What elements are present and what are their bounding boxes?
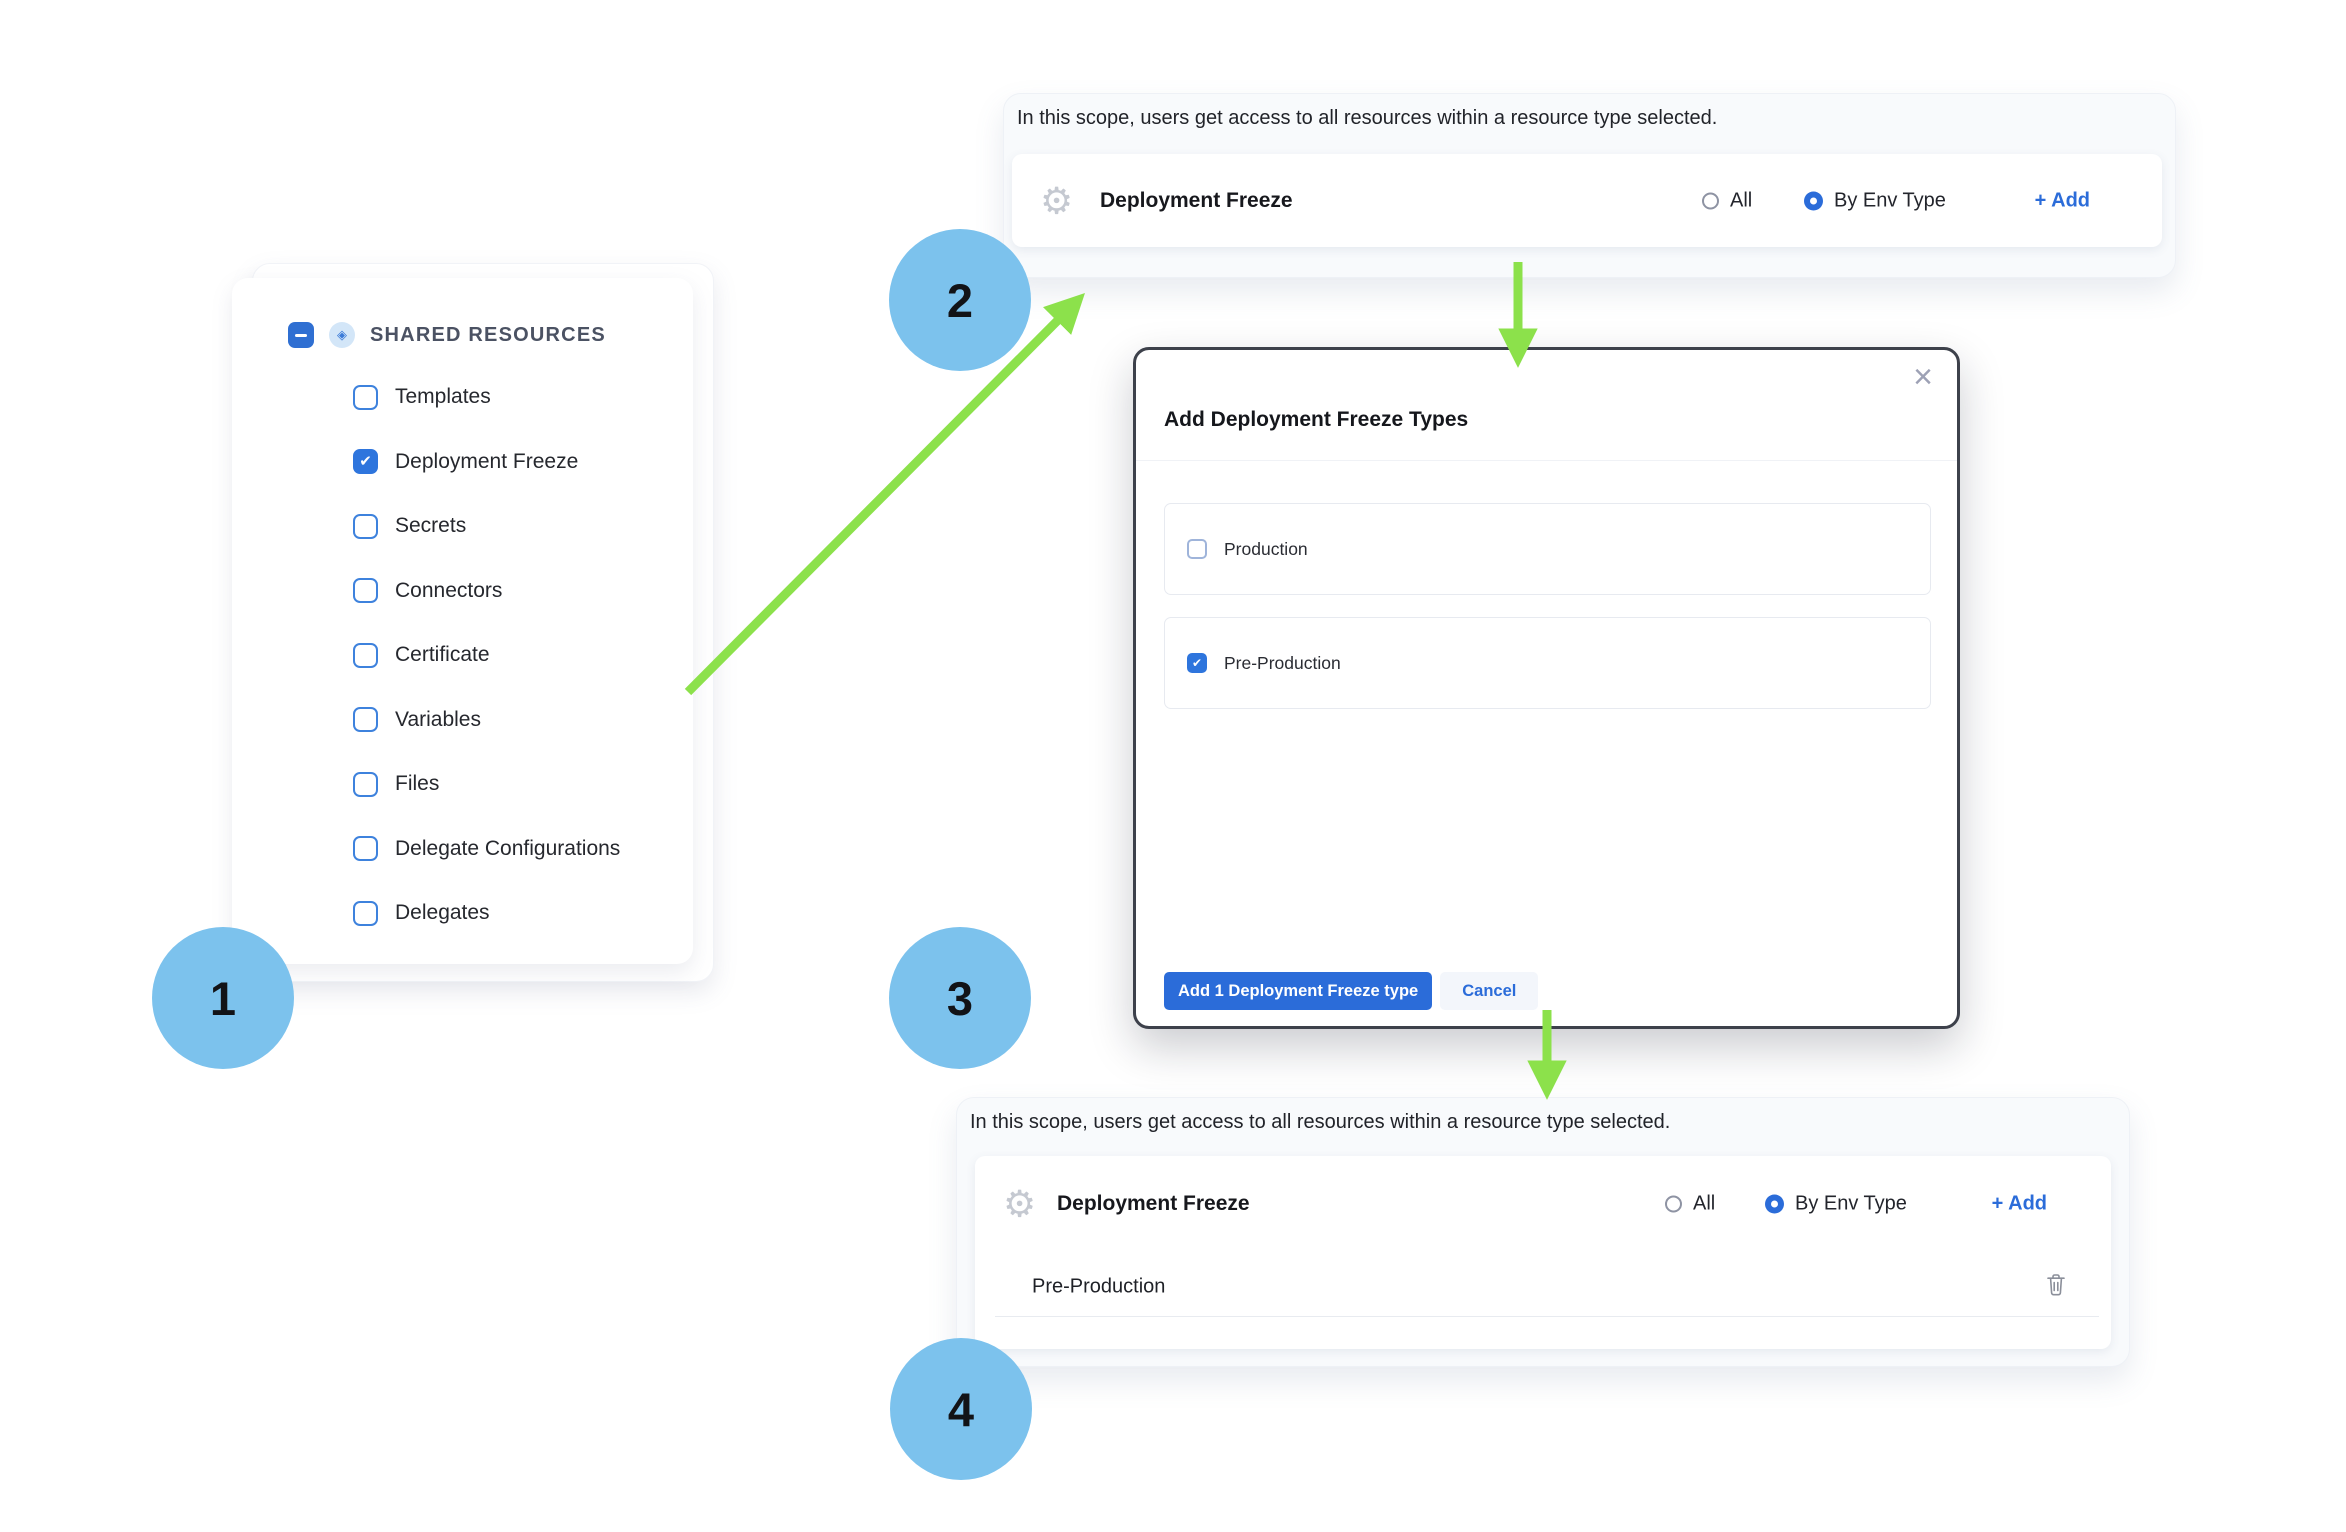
scope-panel-top: In this scope, users get access to all r… [1003,93,2176,278]
shared-resources-panel: ◈ SHARED RESOURCES ✔ Templates ✔ Deploym… [232,278,693,964]
close-icon[interactable]: × [1913,358,1933,396]
radio-label-all: All [1730,189,1753,211]
checkbox-pre-production[interactable]: ✔ [1187,653,1207,673]
list-item-label: Delegates [395,901,490,925]
add-button[interactable]: + Add [1991,1192,2047,1215]
list-item-label: Connectors [395,578,503,602]
radio-option-by-env-type[interactable]: By Env Type [1804,189,1946,212]
resource-type-label: Deployment Freeze [1057,1192,1250,1215]
radio-option-by-env-type[interactable]: By Env Type [1765,1193,1907,1216]
radio-icon-all[interactable] [1665,1195,1682,1213]
selected-env-type-label: Pre-Production [1032,1275,1166,1298]
check-icon: ✔ [1191,656,1203,670]
checkbox-certificate[interactable]: ✔ [353,642,378,668]
trash-icon[interactable] [2045,1272,2067,1302]
list-item-variables: ✔ Variables [232,688,693,753]
checkbox-production[interactable]: ✔ [1187,539,1207,559]
gear-icon: ⚙ [1003,1182,1037,1226]
checkbox-templates[interactable]: ✔ [353,384,378,410]
list-item-label: Deployment Freeze [395,449,579,473]
step-badge-4: 4 [890,1338,1032,1480]
radio-icon-by-env-type-selected[interactable] [1765,1194,1784,1214]
resource-type-list: ✔ Templates ✔ Deployment Freeze ✔ Secret… [232,365,693,946]
radio-icon-all[interactable] [1702,192,1719,209]
resource-type-label: Deployment Freeze [1100,188,1293,212]
gear-icon: ⚙ [1040,179,1074,222]
checkbox-files[interactable]: ✔ [353,771,378,797]
arrow-sidebar-to-top-panel [684,292,1085,696]
list-item-secrets: ✔ Secrets [232,494,693,559]
radio-option-all[interactable]: All [1665,1193,1715,1216]
list-item-delegates: ✔ Delegates [232,881,693,946]
step-badge-3: 3 [889,927,1031,1069]
shared-resources-title: SHARED RESOURCES [370,323,606,346]
add-button[interactable]: + Add [2034,189,2090,211]
check-icon: ✔ [359,452,372,471]
radio-label-by-env-type: By Env Type [1834,189,1946,211]
collapse-button[interactable] [288,322,314,348]
list-item-certificate: ✔ Certificate [232,623,693,688]
list-item-templates: ✔ Templates [232,365,693,430]
resource-row-card: ⚙ Deployment Freeze All By Env Type + Ad… [975,1156,2111,1349]
modal-title: Add Deployment Freeze Types [1164,408,1469,431]
shared-resources-header: ◈ SHARED RESOURCES [288,322,606,348]
radio-icon-by-env-type-selected[interactable] [1804,191,1823,210]
option-row-production: ✔ Production [1164,503,1931,595]
checkbox-delegates[interactable]: ✔ [353,900,378,926]
scope-description: In this scope, users get access to all r… [970,1111,1671,1133]
resource-row-card: ⚙ Deployment Freeze All By Env Type + Ad… [1012,154,2162,247]
step-badge-1: 1 [152,927,294,1069]
shared-resources-icon: ◈ [329,322,355,348]
list-item-connectors: ✔ Connectors [232,559,693,624]
list-item-label: Files [395,772,440,796]
radio-label-by-env-type: By Env Type [1795,1192,1907,1215]
add-deployment-freeze-types-modal: Add Deployment Freeze Types × ✔ Producti… [1133,347,1960,1029]
minus-icon [295,333,307,337]
list-item-label: Delegate Configurations [395,836,621,860]
checkbox-secrets[interactable]: ✔ [353,513,378,539]
confirm-add-button[interactable]: Add 1 Deployment Freeze type [1164,972,1433,1010]
step-badge-2: 2 [889,229,1031,371]
checkbox-delegate-configurations[interactable]: ✔ [353,836,378,862]
cancel-button[interactable]: Cancel [1440,972,1539,1010]
radio-label-all: All [1693,1192,1716,1215]
modal-footer: Add 1 Deployment Freeze type Cancel [1164,972,1539,1010]
option-label: Pre-Production [1224,652,1341,673]
row-divider [995,1316,2099,1317]
modal-header-divider [1136,460,1957,461]
list-item-label: Secrets [395,514,467,538]
list-item-files: ✔ Files [232,752,693,817]
list-item-label: Certificate [395,643,490,667]
list-item-delegate-configurations: ✔ Delegate Configurations [232,817,693,882]
checkbox-connectors[interactable]: ✔ [353,578,378,604]
checkbox-variables[interactable]: ✔ [353,707,378,733]
scope-panel-bottom: In this scope, users get access to all r… [956,1097,2130,1367]
list-item-deployment-freeze: ✔ Deployment Freeze [232,430,693,495]
list-item-label: Variables [395,707,481,731]
list-item-label: Templates [395,385,491,409]
scope-description: In this scope, users get access to all r… [1017,107,1718,129]
option-row-pre-production: ✔ Pre-Production [1164,617,1931,709]
radio-option-all[interactable]: All [1702,189,1752,212]
option-label: Production [1224,538,1308,559]
checkbox-deployment-freeze[interactable]: ✔ [353,449,378,475]
